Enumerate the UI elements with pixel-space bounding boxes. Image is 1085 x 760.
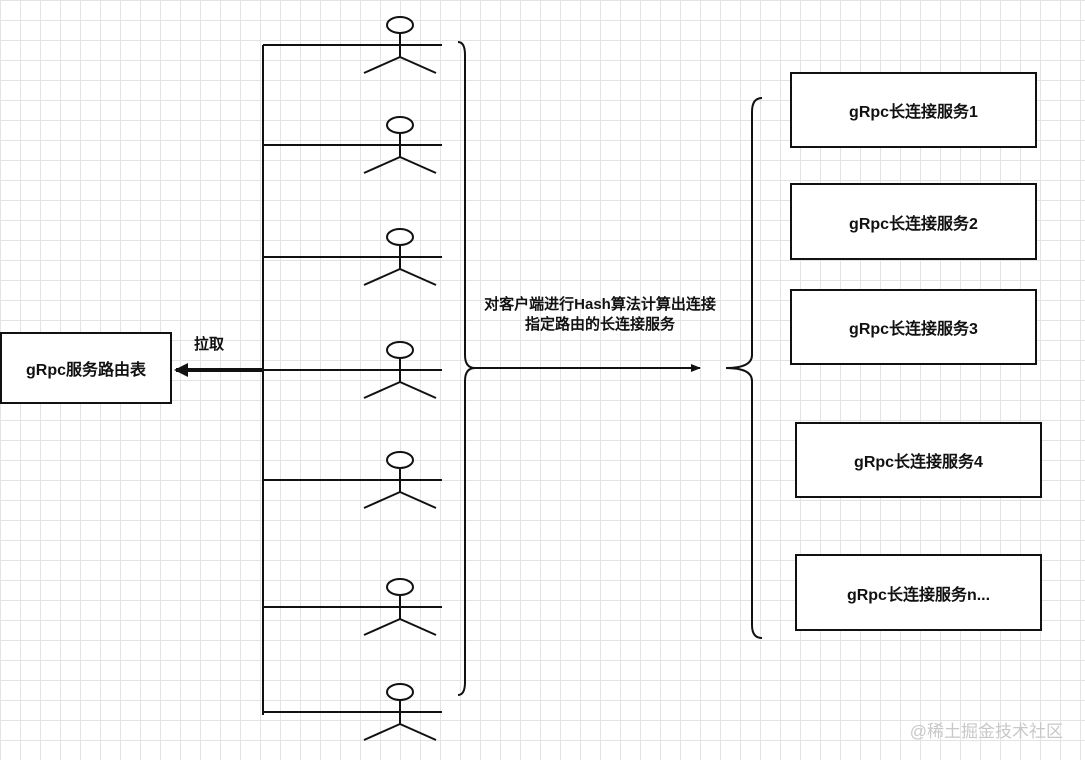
service-label: gRpc长连接服务n... [846, 586, 991, 604]
actor-leg [363, 618, 401, 636]
hash-description-label: 对客户端进行Hash算法计算出连接指定路由的长连接服务 [484, 296, 716, 333]
actor-leg [399, 56, 437, 74]
actor-head [386, 116, 414, 134]
actor-leg [363, 381, 401, 399]
service-box-2: gRpc长连接服务2 [790, 183, 1037, 260]
actor-head [386, 578, 414, 596]
service-label: gRpc长连接服务1 [849, 104, 978, 121]
actor-leg [399, 381, 437, 399]
route-table-label: gRpc服务路由表 [25, 362, 146, 379]
clients-brace [457, 41, 476, 696]
client-actor-icon [263, 451, 442, 509]
actor-leg [363, 56, 401, 74]
actor-head [386, 451, 414, 469]
actor-leg [399, 723, 437, 741]
route-table-box: gRpc服务路由表 [0, 332, 172, 404]
actor-leg [363, 723, 401, 741]
client-group [263, 16, 442, 741]
service-box-3: gRpc长连接服务3 [790, 289, 1037, 365]
client-actor-icon [263, 341, 442, 399]
client-actor-icon [263, 116, 442, 174]
service-label: gRpc长连接服务2 [849, 215, 978, 233]
service-label: gRpc长连接服务3 [849, 321, 978, 338]
actor-leg [399, 156, 437, 174]
client-actor-icon [263, 228, 442, 286]
client-actor-icon [263, 16, 442, 74]
actor-leg [399, 268, 437, 286]
watermark: @稀土掘金技术社区 [909, 722, 1063, 741]
services-brace [725, 97, 763, 639]
actor-head [386, 228, 414, 246]
actor-head [386, 683, 414, 701]
service-label: gRpc长连接服务4 [854, 454, 983, 471]
actor-head [386, 16, 414, 34]
pull-label: 拉取 [194, 336, 225, 353]
client-actor-icon [263, 683, 442, 741]
client-actor-icon [263, 578, 442, 636]
actor-leg [363, 268, 401, 286]
actor-leg [399, 491, 437, 509]
service-box-n: gRpc长连接服务n... [795, 554, 1042, 631]
actor-leg [363, 491, 401, 509]
actor-leg [399, 618, 437, 636]
service-box-1: gRpc长连接服务1 [790, 72, 1037, 148]
service-box-4: gRpc长连接服务4 [795, 422, 1042, 498]
actor-head [386, 341, 414, 359]
actor-leg [363, 156, 401, 174]
